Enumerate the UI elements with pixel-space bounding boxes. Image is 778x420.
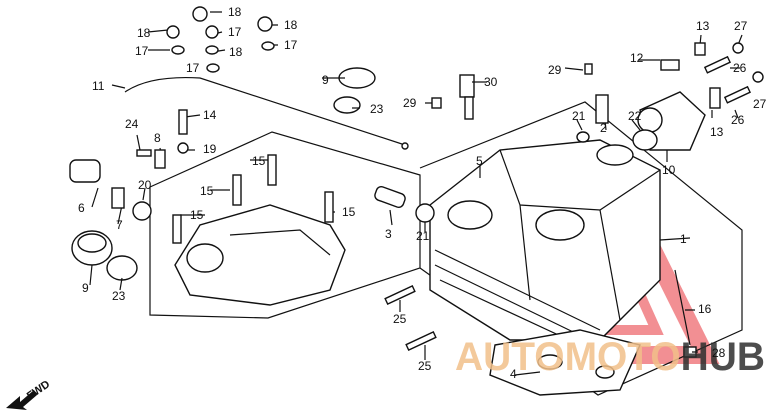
callout-l15c: 15 [342, 205, 356, 219]
gasket [489, 329, 641, 396]
callout-l15d: 15 [190, 208, 204, 222]
callout-l5: 5 [476, 154, 483, 168]
tappet-cap [71, 230, 113, 266]
callout-l18b: 18 [228, 5, 242, 19]
callout-l25b: 25 [418, 359, 432, 373]
small-hardware [69, 6, 764, 244]
stud [674, 269, 691, 346]
callout-l28: 28 [712, 346, 726, 360]
callout-l18d: 18 [229, 45, 243, 59]
intake-pipe [632, 91, 706, 151]
svg-text:FWD: FWD [25, 378, 52, 402]
callout-l26a: 26 [733, 61, 747, 75]
callout-l17b: 17 [228, 25, 242, 39]
callout-l9a: 9 [322, 73, 329, 87]
callout-l17a: 17 [135, 44, 149, 58]
callout-l27a: 27 [734, 19, 748, 33]
callout-l15b: 15 [200, 184, 214, 198]
callout-l27b: 27 [753, 97, 767, 111]
cylinder-head [429, 139, 661, 353]
callout-l8: 8 [154, 131, 161, 145]
callout-l9b: 9 [82, 281, 89, 295]
spark-plug [459, 74, 475, 120]
o-ring-lower [106, 255, 138, 281]
callout-l21b: 21 [416, 229, 430, 243]
callout-l24: 24 [125, 117, 139, 131]
callout-l23b: 23 [112, 289, 126, 303]
callout-l15a: 15 [252, 154, 266, 168]
callout-l29b: 29 [548, 63, 562, 77]
callout-l18a: 18 [137, 26, 151, 40]
callout-l13a: 13 [696, 19, 710, 33]
callout-l12: 12 [630, 51, 644, 65]
callout-l4: 4 [510, 367, 517, 381]
callout-l17d: 17 [186, 61, 200, 75]
callout-l23a: 23 [370, 102, 384, 116]
callout-l26b: 26 [731, 113, 745, 127]
callout-l22: 22 [628, 109, 642, 123]
dowel-pin-a [384, 285, 416, 305]
cable [124, 76, 406, 146]
dowel-pin-b [405, 331, 437, 351]
callout-l17c: 17 [284, 38, 298, 52]
callout-l11: 11 [92, 79, 105, 93]
callout-l29a: 29 [403, 96, 417, 110]
callout-l6: 6 [78, 201, 85, 215]
cable-end [401, 142, 409, 150]
callout-l21a: 21 [572, 109, 586, 123]
callout-l25a: 25 [393, 312, 407, 326]
callout-l30: 30 [484, 75, 498, 89]
callout-l20: 20 [138, 178, 152, 192]
callout-l14: 14 [203, 108, 217, 122]
watermark-text: AUTOMOTOHUB [455, 335, 765, 379]
callout-l18c: 18 [284, 18, 298, 32]
forward-indicator: FWD [6, 378, 52, 410]
callout-l1: 1 [680, 232, 687, 246]
callout-l13b: 13 [710, 125, 724, 139]
callout-l7: 7 [116, 218, 123, 232]
callout-l3: 3 [385, 227, 392, 241]
callout-l2: 2 [600, 121, 607, 135]
rocker-cover [174, 204, 346, 306]
tappet-cap-upper [333, 67, 376, 114]
callout-l10: 10 [662, 163, 676, 177]
callout-l16: 16 [698, 302, 712, 316]
callout-l19: 19 [203, 142, 217, 156]
